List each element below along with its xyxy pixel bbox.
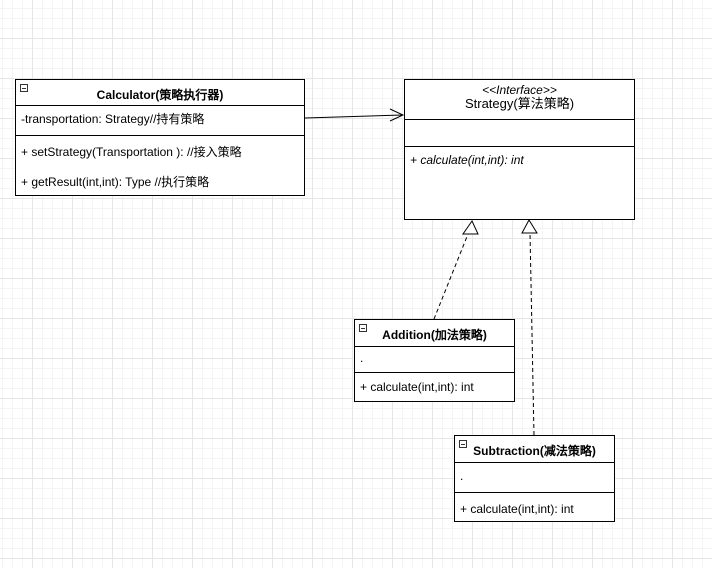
stereotype: <<Interface>> xyxy=(482,83,557,97)
attributes-section: . xyxy=(355,347,514,373)
class-addition-header: Addition(加法策略) xyxy=(355,320,514,347)
operation: + calculate(int,int): int xyxy=(410,153,524,167)
operation: + calculate(int,int): int xyxy=(460,502,574,516)
class-calculator[interactable]: Calculator(策略执行器) -transportation: Strat… xyxy=(15,79,305,196)
attributes-section: . xyxy=(455,463,614,493)
association-calculator-to-strategy[interactable] xyxy=(304,108,405,122)
realization-addition-to-strategy[interactable] xyxy=(433,219,479,320)
operations-section: + calculate(int,int): int xyxy=(405,147,634,167)
class-subtraction[interactable]: Subtraction(减法策略) . + calculate(int,int)… xyxy=(454,435,615,522)
realization-subtraction-to-strategy[interactable] xyxy=(521,218,538,436)
class-name: Subtraction(减法策略) xyxy=(473,444,596,458)
class-subtraction-header: Subtraction(减法策略) xyxy=(455,436,614,463)
attribute: . xyxy=(360,351,364,365)
realization-triangle-icon xyxy=(462,219,479,235)
attributes-section xyxy=(405,120,634,147)
attribute: . xyxy=(460,469,464,483)
operations-section: + setStrategy(Transportation ): //接入策略 +… xyxy=(16,136,304,189)
operation: + calculate(int,int): int xyxy=(360,380,474,394)
interface-strategy[interactable]: <<Interface>> Strategy(算法策略) + calculate… xyxy=(404,79,635,220)
interface-strategy-header: <<Interface>> Strategy(算法策略) xyxy=(405,80,634,120)
collapse-minus-icon[interactable] xyxy=(359,324,367,332)
collapse-minus-icon[interactable] xyxy=(459,440,467,448)
class-addition[interactable]: Addition(加法策略) . + calculate(int,int): i… xyxy=(354,319,515,402)
operations-section: + calculate(int,int): int xyxy=(455,493,614,516)
attributes-section: -transportation: Strategy//持有策略 xyxy=(16,106,304,136)
realization-triangle-icon xyxy=(521,218,538,234)
attribute: -transportation: Strategy//持有策略 xyxy=(21,112,205,126)
interface-name: Strategy(算法策略) xyxy=(464,96,575,111)
operation: + getResult(int,int): Type //执行策略 xyxy=(21,175,210,189)
operations-section: + calculate(int,int): int xyxy=(355,373,514,394)
operation: + setStrategy(Transportation ): //接入策略 xyxy=(21,145,242,159)
class-name: Calculator(策略执行器) xyxy=(96,88,224,102)
class-name: Addition(加法策略) xyxy=(382,328,487,342)
collapse-minus-icon[interactable] xyxy=(20,84,28,92)
class-calculator-header: Calculator(策略执行器) xyxy=(16,80,304,106)
association-arrow-icon xyxy=(389,108,405,122)
